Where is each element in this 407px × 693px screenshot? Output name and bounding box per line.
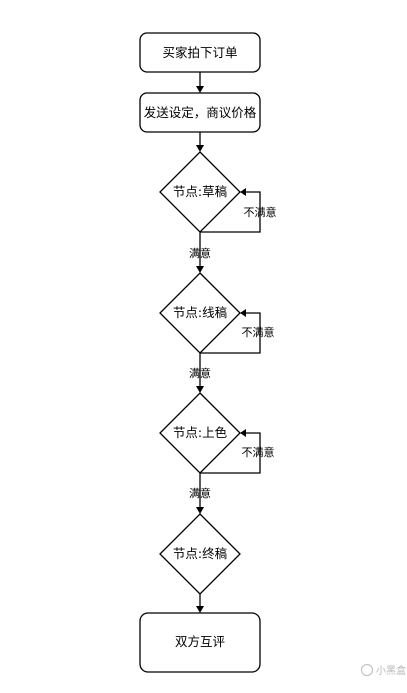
loop-lineart-arrowhead [240, 309, 246, 317]
node-mutual-review-label: 双方互评 [175, 634, 225, 649]
watermark: 小黑盒 [360, 663, 406, 677]
loop-lineart-label: 不满意 [242, 325, 275, 339]
edge-n3-n4-arrowhead [196, 266, 204, 273]
edge-n1-n2-arrowhead [196, 86, 204, 93]
node-coloring-label: 节点:上色 [173, 425, 228, 440]
edge-n5-n6-label: 满意 [189, 486, 211, 500]
loop-draft-unsatisfied [200, 191, 261, 233]
loop-coloring-arrowhead [240, 429, 246, 437]
node-draft: 节点:草稿 [159, 151, 241, 233]
node-draft-label: 节点:草稿 [173, 184, 227, 199]
node-lineart: 节点:线稿 [159, 272, 241, 354]
edge-n4-n5-arrowhead [196, 386, 204, 393]
loop-lineart-unsatisfied [200, 312, 261, 354]
edge-n3-n4-label: 满意 [189, 246, 211, 260]
node-send-settings-label: 发送设定，商议价格 [144, 105, 257, 120]
node-order-placed-label: 买家拍下订单 [162, 45, 237, 60]
loop-draft-label: 不满意 [244, 205, 277, 219]
edge-n2-n3-arrowhead [196, 145, 204, 152]
node-send-settings: 发送设定，商议价格 [139, 92, 261, 133]
watermark-logo-icon [360, 663, 374, 677]
loop-coloring-label: 不满意 [242, 445, 275, 459]
loop-draft-arrowhead [240, 188, 246, 196]
edge-n6-n7-arrowhead [196, 606, 204, 613]
node-coloring: 节点:上色 [159, 392, 241, 474]
edge-n4-n5-label: 满意 [189, 366, 211, 380]
node-mutual-review-box [139, 612, 261, 673]
node-mutual-review: 双方互评 [139, 612, 261, 673]
loop-coloring-unsatisfied [200, 432, 261, 474]
node-final-label: 节点:终稿 [173, 546, 227, 561]
node-order-placed: 买家拍下订单 [139, 32, 261, 73]
watermark-text: 小黑盒 [376, 664, 406, 677]
node-lineart-label: 节点:线稿 [173, 305, 227, 320]
edge-n5-n6-arrowhead [196, 507, 204, 514]
node-final: 节点:终稿 [159, 513, 241, 595]
